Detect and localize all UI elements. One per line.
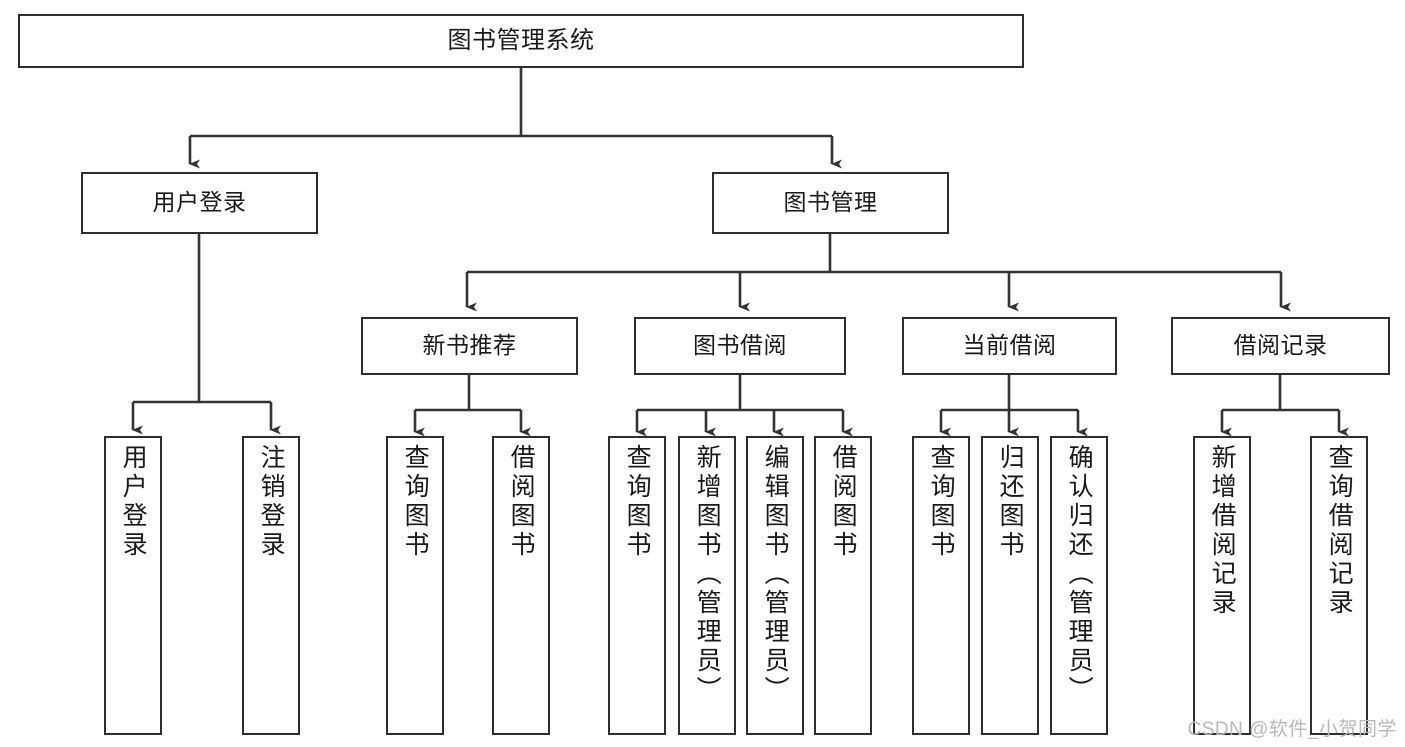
- node-label: 新增借阅记录: [1208, 444, 1237, 618]
- csdn-watermark: CSDN @软件_小贺同学: [1187, 719, 1397, 740]
- leaf-query-book-recommendation[interactable]: 查询图书: [386, 436, 444, 735]
- leaf-edit-book-admin[interactable]: 编辑图书（管理员）: [746, 436, 804, 735]
- node-book-borrow[interactable]: 图书借阅: [634, 317, 846, 375]
- node-label: 注销登录: [257, 444, 286, 560]
- node-label: 图书管理: [783, 189, 878, 216]
- leaf-query-book-borrow[interactable]: 查询图书: [608, 436, 666, 735]
- node-label: 用户登录: [119, 444, 148, 560]
- leaf-borrow-book-recommendation[interactable]: 借阅图书: [492, 436, 550, 735]
- node-label: 查询图书: [401, 444, 430, 560]
- node-label: 借阅记录: [1233, 332, 1328, 359]
- node-label: 图书借阅: [693, 332, 787, 359]
- node-label: 归还图书: [996, 444, 1025, 560]
- node-label: 新增图书（管理员）: [693, 444, 722, 705]
- node-root-book-management-system[interactable]: 图书管理系统: [18, 14, 1024, 68]
- leaf-add-borrow-record[interactable]: 新增借阅记录: [1193, 436, 1251, 735]
- node-label: 查询图书: [623, 444, 652, 560]
- node-user-login[interactable]: 用户登录: [81, 172, 318, 234]
- node-label: 查询借阅记录: [1325, 444, 1354, 618]
- node-label: 查询图书: [927, 444, 956, 560]
- leaf-borrow-book[interactable]: 借阅图书: [814, 436, 872, 735]
- node-book-management[interactable]: 图书管理: [712, 172, 949, 234]
- node-current-borrow[interactable]: 当前借阅: [902, 317, 1117, 375]
- node-new-book-recommendation[interactable]: 新书推荐: [361, 317, 578, 375]
- leaf-query-borrow-record[interactable]: 查询借阅记录: [1310, 436, 1368, 735]
- node-label: 借阅图书: [507, 444, 536, 560]
- node-label: 新书推荐: [422, 332, 517, 359]
- leaf-add-book-admin[interactable]: 新增图书（管理员）: [678, 436, 736, 735]
- node-label: 确认归还（管理员）: [1065, 444, 1094, 705]
- node-label: 图书管理系统: [447, 26, 595, 54]
- leaf-query-book-current[interactable]: 查询图书: [912, 436, 970, 735]
- node-label: 当前借阅: [962, 332, 1057, 359]
- leaf-return-book[interactable]: 归还图书: [981, 436, 1039, 735]
- leaf-confirm-return-admin[interactable]: 确认归还（管理员）: [1050, 436, 1108, 735]
- leaf-logout[interactable]: 注销登录: [242, 436, 300, 735]
- node-label: 编辑图书（管理员）: [761, 444, 790, 705]
- node-label: 用户登录: [152, 189, 247, 216]
- node-borrow-record[interactable]: 借阅记录: [1171, 317, 1390, 375]
- leaf-user-login[interactable]: 用户登录: [104, 436, 162, 735]
- node-label: 借阅图书: [829, 444, 858, 560]
